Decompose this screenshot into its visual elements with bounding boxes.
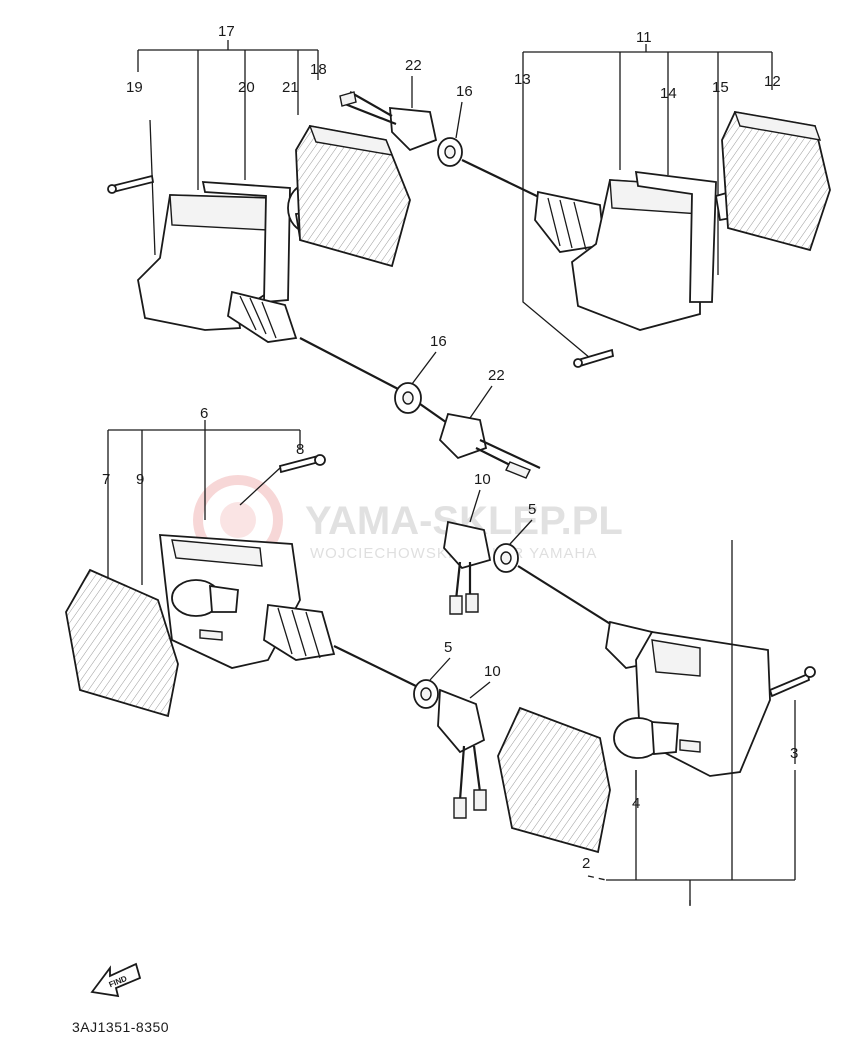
drawing-code: 3AJ1351-8350 — [72, 1019, 169, 1035]
callout-20: 20 — [238, 79, 255, 96]
grommet-16-lower — [394, 382, 422, 414]
callout-22-middle: 22 — [488, 367, 505, 384]
callout-6-top: 6 — [200, 405, 208, 422]
callout-13: 13 — [514, 71, 531, 88]
find-arrow-icon — [90, 962, 142, 998]
callout-10-upper: 10 — [474, 471, 491, 488]
flasher-assembly-top-left — [107, 40, 411, 343]
callout-14: 14 — [660, 85, 677, 102]
callout-11: 11 — [636, 29, 652, 46]
socket-10-lower — [437, 688, 487, 819]
callout-5-upper: 5 — [528, 501, 536, 518]
cable-bottom-left — [333, 645, 421, 689]
callout-19: 19 — [126, 79, 143, 96]
callout-9: 9 — [136, 471, 144, 488]
flasher-assembly-bottom-right — [443, 520, 816, 906]
callout-3: 3 — [790, 745, 798, 762]
callout-5-lower: 5 — [444, 639, 452, 656]
callout-16-middle: 16 — [430, 333, 447, 350]
find-badge: FIND — [90, 962, 142, 998]
callout-16-top: 16 — [456, 83, 473, 100]
callout-2: 2 — [582, 855, 590, 872]
callout-12: 12 — [764, 73, 781, 90]
callout-7: 7 — [102, 471, 110, 488]
callout-8: 8 — [296, 441, 304, 458]
flasher-assembly-top-right — [339, 44, 831, 368]
callout-4: 4 — [632, 795, 640, 812]
callout-18: 18 — [310, 61, 327, 78]
callout-22-top: 22 — [405, 57, 422, 74]
callout-labels: 17 19 20 21 18 22 16 13 11 14 15 12 16 2… — [102, 23, 798, 872]
callout-leaders — [411, 76, 796, 790]
callout-15: 15 — [712, 79, 729, 96]
callout-10-lower: 10 — [484, 663, 501, 680]
callout-21: 21 — [282, 79, 299, 96]
callout-17: 17 — [218, 23, 235, 40]
socket-22-lower — [438, 412, 541, 479]
flasher-assembly-bottom-left — [65, 420, 336, 718]
grommet-5-lower — [413, 679, 439, 709]
